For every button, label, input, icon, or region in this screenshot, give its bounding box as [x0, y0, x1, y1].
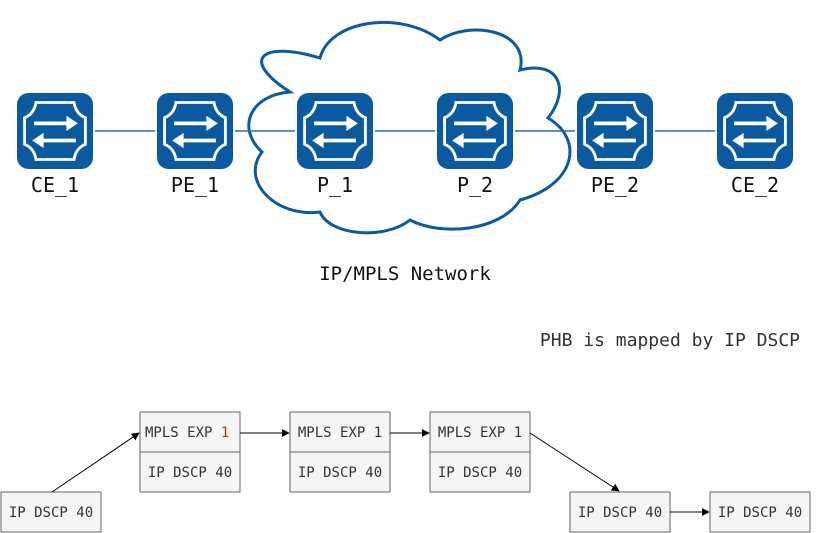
device-label-pe2: PE_2: [591, 173, 639, 197]
router-icon: [155, 93, 235, 169]
router-icon: [435, 93, 515, 169]
arrow-ingress-to-pe1: [51, 432, 140, 493]
device-label-p1: P_1: [317, 173, 353, 197]
packet-p1-mpls: MPLS EXP 1: [298, 425, 382, 441]
device-label-ce2: CE_2: [731, 173, 779, 197]
packet-pe1-mpls: MPLS EXP 1: [145, 425, 229, 441]
packet-pe1-ip: IP DSCP 40: [148, 465, 232, 481]
router-icon: [575, 93, 655, 169]
router-icon: [295, 93, 375, 169]
mpls-exp-prefix: MPLS EXP: [145, 425, 221, 441]
packet-p2-stack: MPLS EXP 1 IP DSCP 40: [429, 411, 531, 493]
flow-arrows: [51, 429, 710, 516]
packet-p2-ip: IP DSCP 40: [438, 465, 522, 481]
packet-pe1-stack: MPLS EXP 1 IP DSCP 40: [139, 411, 241, 493]
packet-p2-mpls: MPLS EXP 1: [438, 425, 522, 441]
ip-mpls-cloud: [247, 20, 572, 235]
packet-ce2-ip: IP DSCP 40: [718, 505, 802, 521]
packet-ce2-out: IP DSCP 40: [709, 491, 811, 533]
device-label-p2: P_2: [457, 173, 493, 197]
packet-p1-stack: MPLS EXP 1 IP DSCP 40: [289, 411, 391, 493]
packet-ingress-ip: IP DSCP 40: [9, 505, 93, 521]
packet-p1-ip: IP DSCP 40: [298, 465, 382, 481]
packet-ingress: IP DSCP 40: [0, 491, 102, 533]
router-icon: [15, 93, 95, 169]
mpls-exp-value-highlight: 1: [221, 425, 229, 441]
device-label-ce1: CE_1: [31, 173, 79, 197]
phb-caption: PHB is mapped by IP DSCP: [540, 330, 800, 351]
packet-pe2-out: IP DSCP 40: [569, 491, 671, 533]
network-label: IP/MPLS Network: [319, 263, 491, 285]
device-label-pe1: PE_1: [171, 173, 219, 197]
router-icon: [715, 93, 795, 169]
arrow-p2-to-pe2: [529, 432, 620, 492]
packet-pe2-ip: IP DSCP 40: [578, 505, 662, 521]
